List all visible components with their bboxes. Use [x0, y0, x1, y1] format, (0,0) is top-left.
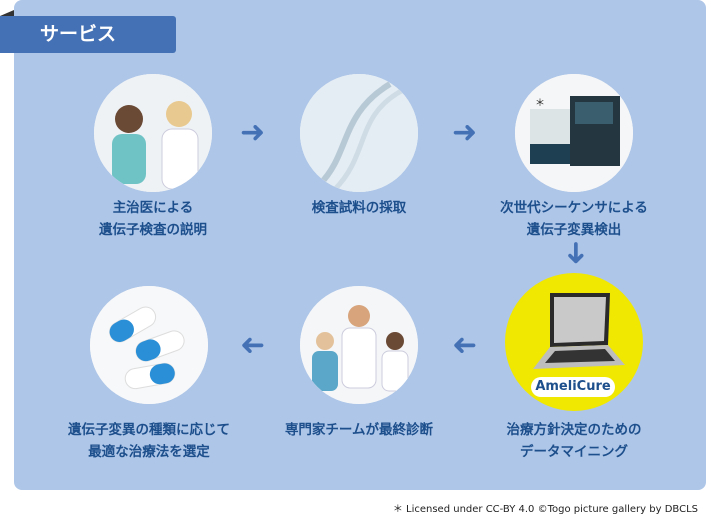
arrow-right-icon: ➜ [452, 115, 478, 150]
tab-fold [0, 10, 14, 16]
license-footnote: ＊ Licensed under CC-BY 4.0 ©Togo picture… [392, 504, 698, 515]
step-3-label: 次世代シーケンサによる遺伝子変異検出 [500, 200, 648, 238]
doctor-patient-image [94, 74, 212, 192]
amelicure-badge: AmeliCure [531, 377, 615, 397]
step-5-label: 専門家チームが最終診断 [284, 422, 434, 438]
step-1-label: 主治医による遺伝子検査の説明 [99, 200, 207, 238]
step-6-label: 遺伝子変異の種類に応じて最適な治療法を選定 [68, 422, 230, 460]
arrow-right-icon: ➜ [240, 115, 266, 150]
arrow-down-icon: ➜ [558, 240, 594, 266]
arrow-left-icon: ➜ [452, 328, 478, 363]
dna-image [300, 74, 418, 192]
sequencer-image [515, 74, 633, 192]
license-marker: ＊ [535, 98, 545, 109]
arrow-left-icon: ➜ [240, 328, 266, 363]
laptop-image: AmeliCure [505, 273, 643, 411]
step-2-label: 検査試料の採取 [311, 200, 407, 216]
expert-team-image [300, 286, 418, 404]
services-tab: サービス [0, 16, 176, 53]
step-4-label: 治療方針決定のためのデータマイニング [506, 422, 642, 460]
capsules-image [90, 286, 208, 404]
